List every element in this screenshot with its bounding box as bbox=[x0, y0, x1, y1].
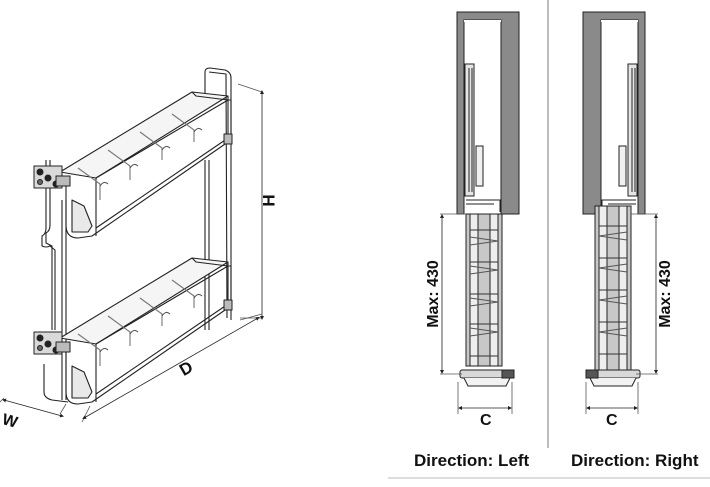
dimension-lines-3d bbox=[0, 83, 264, 423]
dim-c-right bbox=[585, 382, 639, 414]
basket-column-left bbox=[465, 213, 503, 367]
basket-column-right bbox=[594, 205, 632, 371]
direction-left-caption: Direction: Left bbox=[414, 451, 530, 470]
max-430-right-label: Max: 430 bbox=[657, 260, 674, 328]
dim-c-left bbox=[457, 382, 513, 414]
upper-tray bbox=[59, 91, 232, 239]
base-tray-left bbox=[459, 369, 515, 387]
view-direction-right bbox=[582, 11, 658, 414]
direction-right-caption: Direction: Right bbox=[571, 451, 699, 470]
c-dimension-left-label: C bbox=[480, 412, 492, 429]
base-tray-right bbox=[585, 369, 641, 387]
height-label: H bbox=[259, 194, 279, 207]
mounting-clamps bbox=[33, 133, 233, 355]
clamp-upper bbox=[33, 165, 71, 189]
upper-dividers bbox=[77, 113, 195, 200]
c-dimension-right-label: C bbox=[606, 412, 618, 429]
view-direction-left bbox=[440, 11, 520, 414]
rail-left bbox=[464, 63, 501, 212]
front-frame bbox=[41, 160, 210, 403]
max-430-left-label: Max: 430 bbox=[425, 260, 442, 328]
dim-max-right bbox=[631, 213, 658, 375]
dim-max-left bbox=[440, 213, 466, 375]
lower-tray bbox=[59, 257, 232, 405]
clamp-lower bbox=[33, 331, 71, 355]
basket-unit-drawing bbox=[33, 67, 233, 405]
rail-right bbox=[601, 63, 638, 212]
